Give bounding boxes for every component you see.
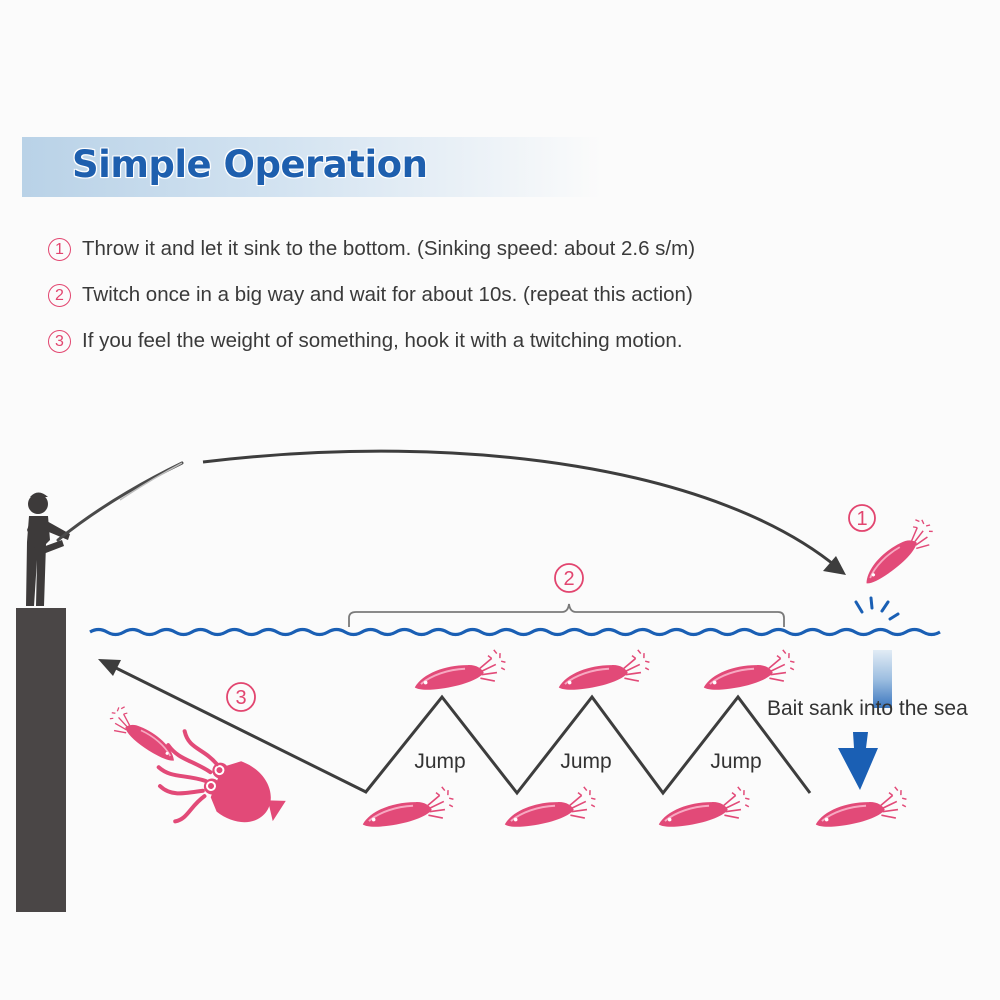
water-surface xyxy=(89,627,941,637)
fisherman-icon xyxy=(26,492,70,606)
step-3-text: If you feel the weight of something, hoo… xyxy=(82,329,683,352)
marker-1-number: 1 xyxy=(856,508,867,530)
marker-2: 2 xyxy=(554,563,584,593)
lure-bottom-4 xyxy=(811,784,910,831)
jump-label-3: Jump xyxy=(710,750,761,773)
twitch-bracket xyxy=(348,603,785,627)
step-3-number: 3 xyxy=(48,329,71,353)
step-1: 1 Throw it and let it sink to the bottom… xyxy=(48,226,695,272)
hook-arrowhead xyxy=(98,659,121,676)
lure-top-3 xyxy=(699,647,798,694)
marker-2-number: 2 xyxy=(563,568,574,590)
step-1-text: Throw it and let it sink to the bottom. … xyxy=(82,237,696,260)
marker-3: 3 xyxy=(226,682,256,712)
lure-bottom-3 xyxy=(654,784,753,831)
splash-icon xyxy=(854,596,900,621)
hook-arrow xyxy=(111,664,367,794)
step-2-text: Twitch once in a big way and wait for ab… xyxy=(82,283,693,306)
lure-bottom-1 xyxy=(358,784,457,831)
cast-arc xyxy=(202,449,839,570)
jump-label-2: Jump xyxy=(560,750,611,773)
squid-icon xyxy=(103,701,286,824)
sink-arrow-icon xyxy=(838,732,878,790)
step-2-number: 2 xyxy=(48,283,71,307)
page-title: Simple Operation xyxy=(72,143,428,186)
jump-label-1: Jump xyxy=(414,750,465,773)
step-1-number: 1 xyxy=(48,237,71,261)
marker-1: 1 xyxy=(848,504,876,532)
lure-top-2 xyxy=(554,647,653,694)
marker-3-number: 3 xyxy=(235,687,246,709)
cast-arrowhead xyxy=(823,556,846,575)
step-2: 2 Twitch once in a big way and wait for … xyxy=(48,272,695,318)
sink-trail xyxy=(873,650,892,708)
twitch-path xyxy=(363,694,812,796)
pier xyxy=(16,608,66,912)
step-3: 3 If you feel the weight of something, h… xyxy=(48,318,695,364)
title-band xyxy=(22,137,602,197)
lure-top-1 xyxy=(410,647,509,694)
fishing-rod xyxy=(56,461,184,542)
steps-list: 1 Throw it and let it sink to the bottom… xyxy=(48,226,695,364)
sink-label: Bait sank into the sea xyxy=(767,697,968,720)
